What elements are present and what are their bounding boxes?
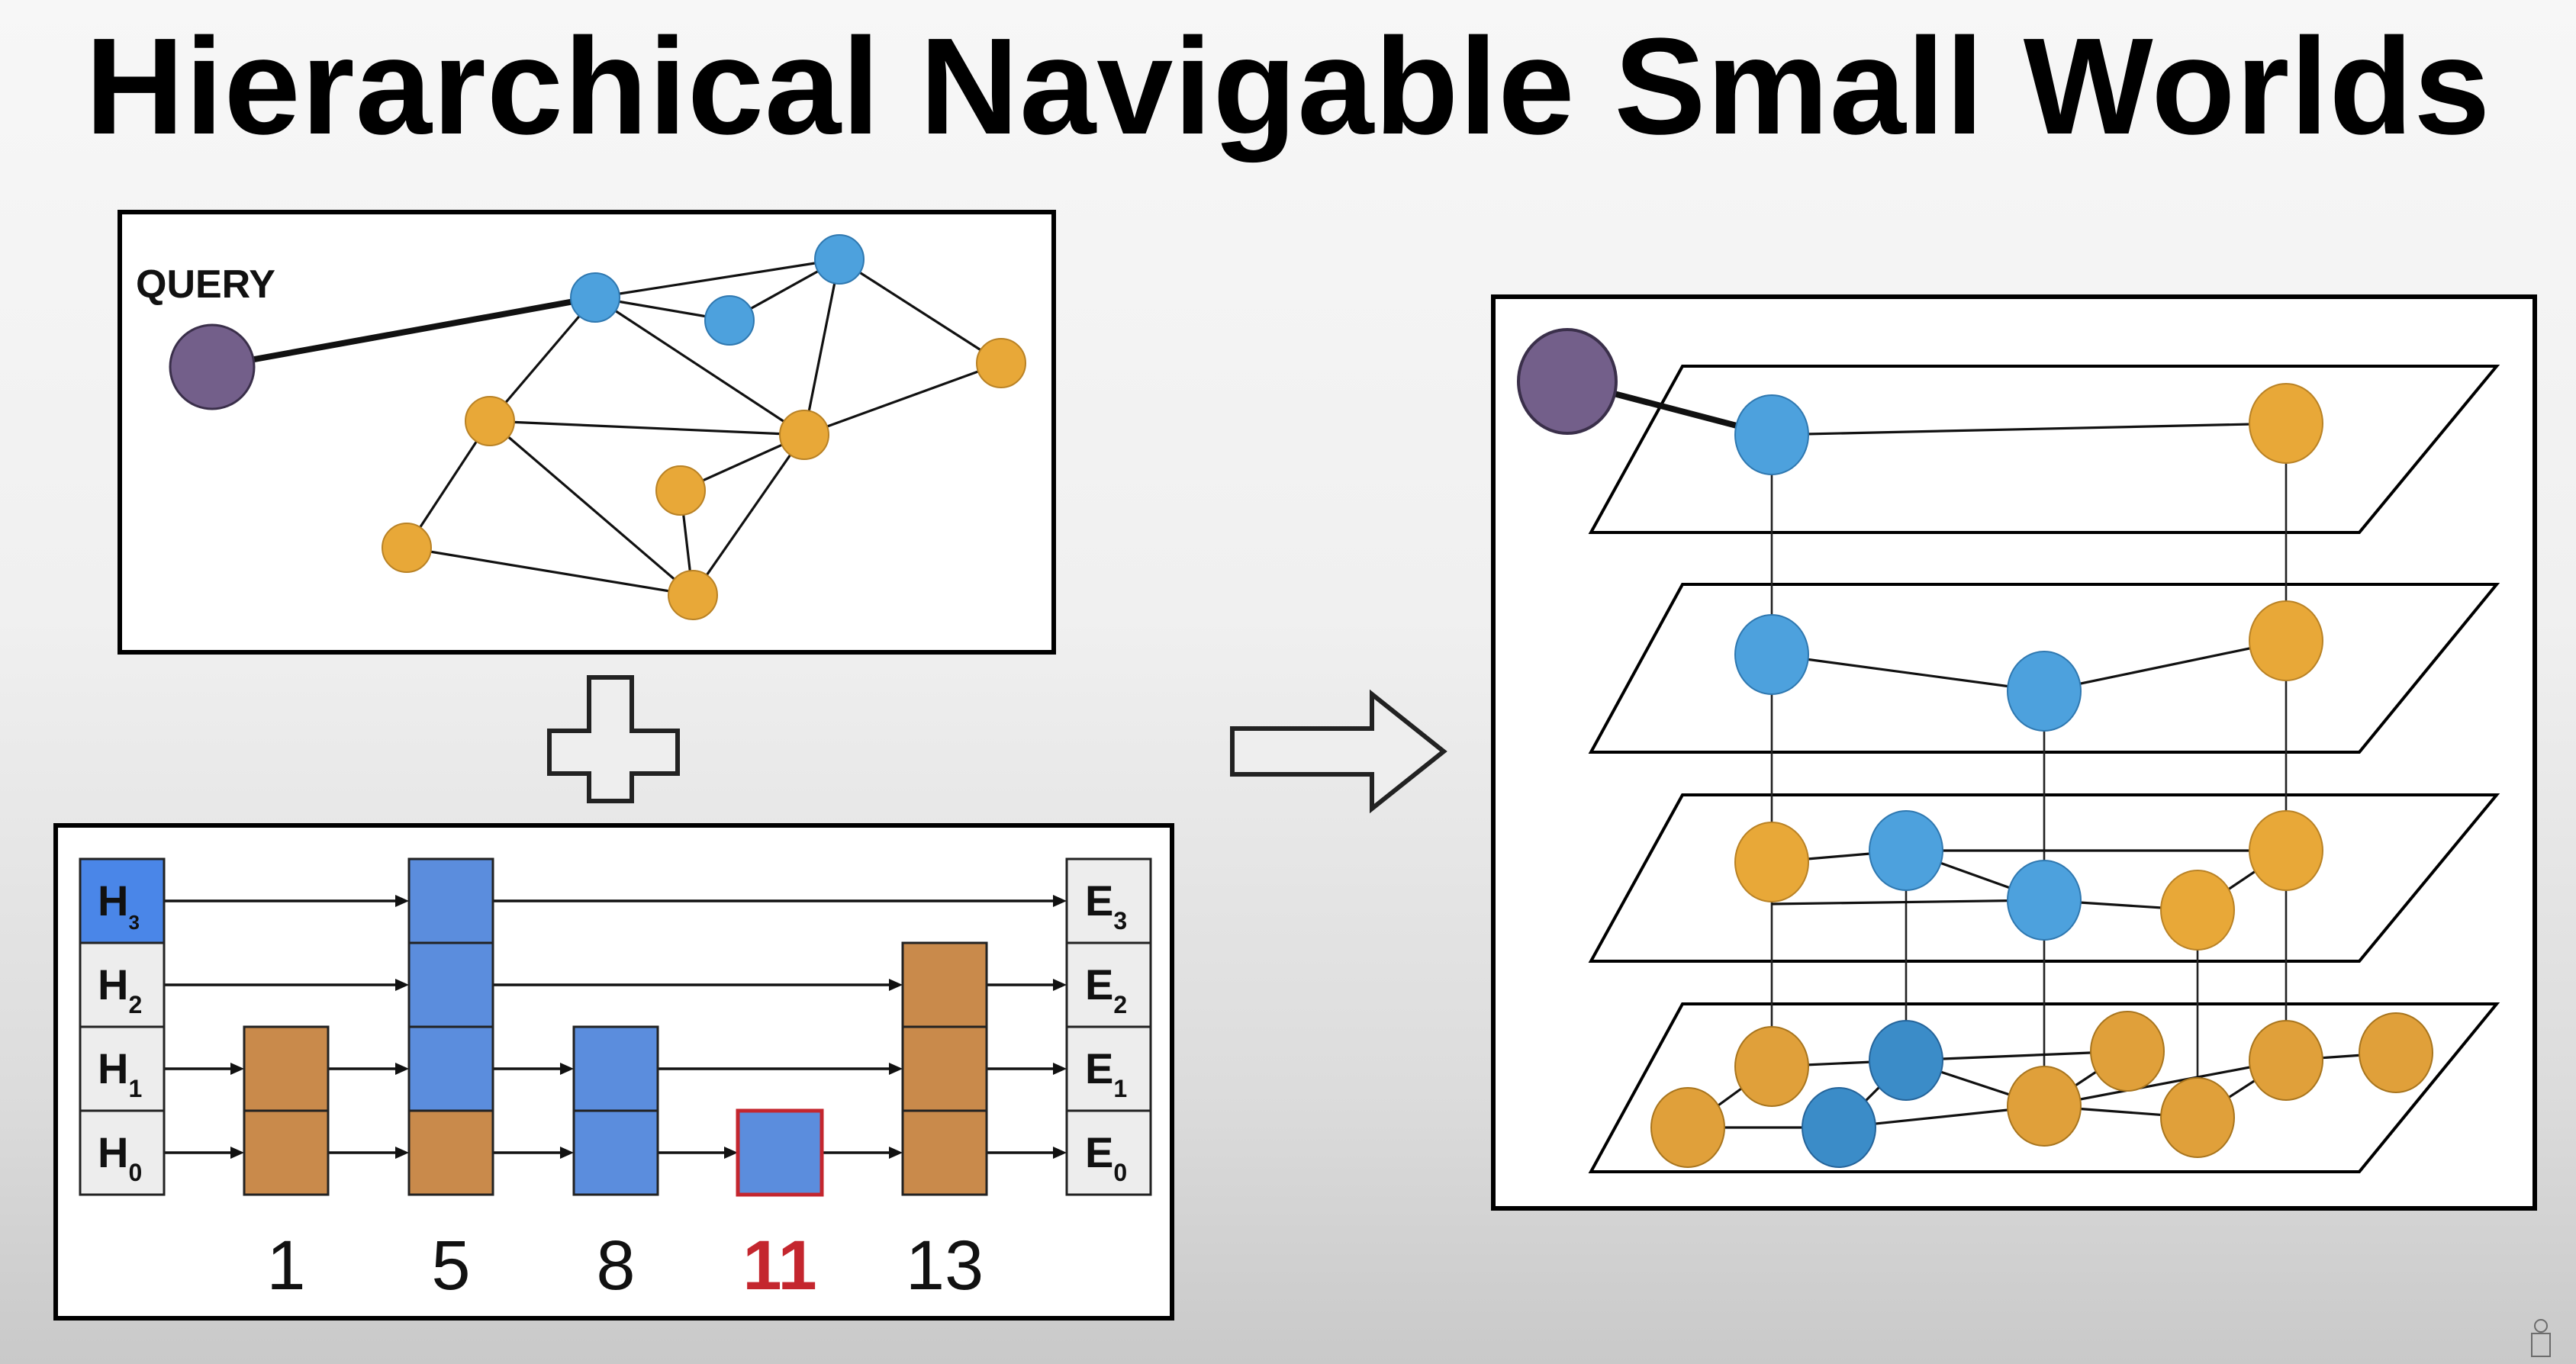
graph-edge <box>405 420 491 548</box>
visited-node <box>570 272 620 323</box>
right-arrow-icon <box>1230 689 1447 814</box>
graph-edge <box>839 258 1002 365</box>
graph-edge <box>691 434 806 596</box>
watermark-icon <box>2531 1319 2551 1357</box>
visited-node <box>1734 614 1809 695</box>
layer-plane-1 <box>1588 793 2500 963</box>
graph-edge <box>489 420 805 436</box>
graph-edge-query <box>211 294 596 370</box>
end-label-1: E1 <box>1085 1044 1127 1102</box>
skip-node-11 <box>736 1108 824 1197</box>
visited-node <box>2007 860 2082 941</box>
graph-edge <box>803 259 841 436</box>
unvisited-node <box>1734 1026 1809 1107</box>
graph-edge <box>406 546 694 597</box>
hnsw-panel <box>1491 294 2537 1211</box>
key-label-1: 1 <box>266 1227 305 1304</box>
visited-node <box>2007 651 2082 732</box>
head-column: H3 H2 H1 H0 <box>79 857 166 1196</box>
key-label-8: 8 <box>596 1227 635 1304</box>
end-column: E3 E2 E1 E0 <box>1065 857 1152 1196</box>
head-label-2: H2 <box>98 960 142 1018</box>
unvisited-node <box>668 570 718 620</box>
unvisited-node <box>779 410 829 460</box>
unvisited-node <box>2249 383 2323 464</box>
skip-list-panel: H3 H2 H1 H0 <box>53 823 1174 1321</box>
visited-node <box>1802 1087 1876 1168</box>
skip-node-1 <box>243 1025 330 1196</box>
graph-edge <box>594 258 840 299</box>
end-label-3: E3 <box>1085 877 1127 935</box>
page-title: Hierarchical Navigable Small Worlds <box>85 10 2491 163</box>
layer-plane-0 <box>1588 1002 2500 1173</box>
layer-plane-3 <box>1588 365 2500 534</box>
unvisited-node <box>2007 1066 2082 1147</box>
unvisited-node <box>2160 1077 2235 1158</box>
head-label-0: H0 <box>98 1128 142 1186</box>
skip-node-8 <box>572 1025 659 1196</box>
head-cell-0 <box>79 1109 166 1196</box>
visited-node <box>1734 394 1809 475</box>
unvisited-node <box>2249 600 2323 681</box>
unvisited-node <box>2359 1012 2433 1093</box>
unvisited-node <box>2249 1020 2323 1101</box>
graph-edge <box>488 296 597 423</box>
visited-node <box>704 295 755 346</box>
key-label-13: 13 <box>906 1227 984 1304</box>
query-node <box>169 323 256 410</box>
unvisited-node <box>976 338 1026 388</box>
unvisited-node <box>382 523 432 573</box>
query-label: QUERY <box>136 262 275 307</box>
layer-plane-2 <box>1588 583 2500 754</box>
head-label-1: H1 <box>98 1044 142 1102</box>
graph-edge <box>594 296 805 436</box>
skip-node-13 <box>901 941 988 1196</box>
end-cell-2 <box>1065 941 1152 1028</box>
graph-panel: QUERY <box>118 210 1056 655</box>
unvisited-node <box>2160 870 2235 951</box>
skip-node-5 <box>407 857 494 1196</box>
end-cell-3 <box>1065 857 1152 944</box>
skip-list-arrows <box>165 895 1067 1159</box>
query-node <box>1517 328 1618 435</box>
unvisited-node <box>2090 1011 2165 1092</box>
unvisited-node <box>2249 810 2323 891</box>
head-label-3: H3 <box>98 877 140 934</box>
unvisited-node <box>655 465 706 516</box>
head-cell-3 <box>79 857 166 944</box>
visited-node <box>1869 810 1943 891</box>
end-label-2: E2 <box>1085 960 1127 1018</box>
key-label-5: 5 <box>431 1227 470 1304</box>
unvisited-node <box>465 396 515 446</box>
visited-node <box>1869 1020 1943 1101</box>
key-label-11: 11 <box>742 1227 816 1304</box>
end-label-0: E0 <box>1085 1128 1127 1186</box>
unvisited-node <box>1734 822 1809 902</box>
end-cell-0 <box>1065 1109 1152 1196</box>
graph-edge <box>803 362 1002 436</box>
unvisited-node <box>1650 1087 1725 1168</box>
graph-edge <box>488 420 694 597</box>
plus-icon <box>547 675 680 803</box>
visited-node <box>814 234 865 285</box>
